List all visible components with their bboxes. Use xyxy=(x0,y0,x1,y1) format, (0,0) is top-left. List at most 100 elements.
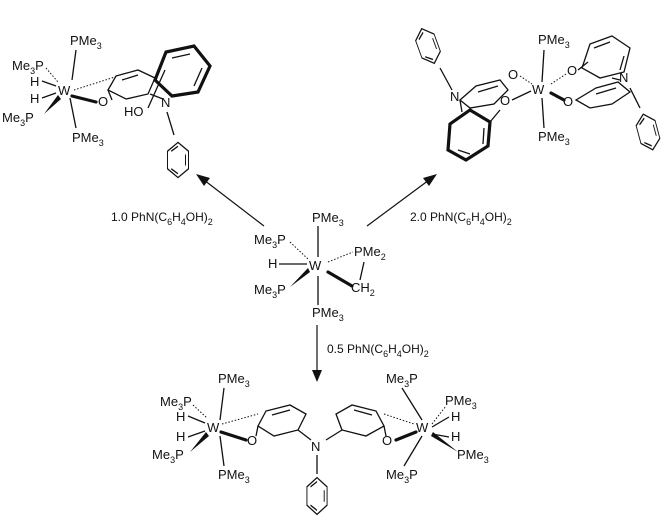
w-h-bond xyxy=(41,80,57,87)
ring-double-bond xyxy=(477,85,499,93)
ring-n-bond xyxy=(325,429,343,441)
w-p-bond xyxy=(219,387,225,421)
phenol-ring xyxy=(153,44,212,98)
ring-double-bond xyxy=(171,53,191,59)
ring-n-bond xyxy=(149,93,164,100)
atom-label xyxy=(58,83,71,98)
w-o-bond xyxy=(550,73,567,85)
eta2-bond xyxy=(221,413,259,425)
ring-double-bond xyxy=(121,74,139,81)
atom-label xyxy=(30,91,40,106)
w-p-bond xyxy=(327,251,354,263)
w-p-bond xyxy=(289,241,310,261)
w-o-bond xyxy=(394,430,418,442)
phenyl-ring xyxy=(411,24,445,68)
w-p-wedge xyxy=(190,432,209,452)
w-p-bond xyxy=(401,387,423,421)
aryl-ring xyxy=(335,404,385,437)
product-bottom xyxy=(152,371,489,516)
ring-double-bond xyxy=(593,41,611,49)
aryl-ring xyxy=(574,81,632,109)
atom-label xyxy=(70,33,102,51)
w-p-bond xyxy=(45,67,59,83)
product-left xyxy=(2,33,212,179)
reagent-label-right: 2.0 PhN(C6H4OH)2 xyxy=(410,210,512,227)
atom-label xyxy=(311,439,321,454)
atom-label xyxy=(416,420,429,435)
w-p-bond xyxy=(71,49,77,81)
w-c-bond xyxy=(326,270,354,288)
phenol-o-bond xyxy=(489,109,501,123)
n-c-bond xyxy=(166,111,175,136)
product-right xyxy=(411,24,663,162)
atom-label xyxy=(176,409,186,424)
w-o-bond xyxy=(511,90,532,101)
atom-label xyxy=(382,433,393,448)
atom-label xyxy=(567,63,578,78)
atom-label xyxy=(218,371,250,389)
ring-double-bond xyxy=(353,409,373,416)
atom-label xyxy=(254,232,286,250)
w-h-bond xyxy=(41,92,57,99)
phenol-ring xyxy=(581,35,631,79)
w-o-bond xyxy=(549,91,566,102)
ring-n-bond xyxy=(611,77,621,81)
atom-label xyxy=(176,429,186,444)
w-p-bond xyxy=(541,49,545,83)
w-o-bond xyxy=(219,430,248,442)
atom-label xyxy=(161,95,171,110)
aryl-ring xyxy=(107,69,156,100)
atom-label xyxy=(30,74,40,89)
atom-label xyxy=(351,280,375,298)
atom-label xyxy=(207,420,220,435)
atom-label xyxy=(457,447,489,465)
atom-label xyxy=(451,429,461,444)
ring-n-bond xyxy=(297,429,312,441)
w-p-wedge xyxy=(44,95,61,114)
n-c-bond xyxy=(629,87,641,109)
atom-label xyxy=(538,129,570,147)
atom-label xyxy=(72,130,104,148)
aryl-ring xyxy=(458,79,509,109)
w-p-wedge xyxy=(290,268,310,287)
atom-label xyxy=(2,110,34,128)
w-h-bond xyxy=(431,416,450,428)
atom-label xyxy=(312,305,344,323)
w-p-bond xyxy=(192,404,208,419)
atom-label xyxy=(450,89,460,104)
phenol-o-bond xyxy=(577,61,589,71)
w-p-bond xyxy=(219,435,225,467)
atom-label xyxy=(532,82,545,97)
atom-label xyxy=(354,244,386,262)
phenol-o-bond xyxy=(147,69,166,109)
reagent-label-left: 1.0 PhN(C6H4OH)2 xyxy=(111,210,213,227)
ring-double-bond xyxy=(619,55,625,71)
atom-label xyxy=(386,467,418,485)
w-h-bond xyxy=(187,430,206,438)
atom-label xyxy=(312,210,344,228)
atom-label xyxy=(218,467,250,485)
arrow-left xyxy=(196,174,265,227)
w-o-bond xyxy=(519,75,533,85)
atom-label xyxy=(124,104,144,119)
atom-label xyxy=(500,93,511,108)
aryl-ring xyxy=(257,404,307,437)
arrow-right xyxy=(366,174,437,227)
ring-double-bond xyxy=(271,409,291,416)
w-p-wedge xyxy=(431,432,458,452)
atom-label xyxy=(386,371,418,389)
atom-label xyxy=(268,256,278,271)
ring-double-bond xyxy=(457,149,471,155)
eta2-bond xyxy=(73,75,119,91)
n-c-bond xyxy=(439,67,453,91)
atom-label xyxy=(445,393,477,411)
ring-double-bond xyxy=(482,127,485,145)
ring-o-bond xyxy=(107,89,113,101)
ring-n-bond xyxy=(459,99,463,113)
atom-label xyxy=(508,67,519,82)
eta2-bond xyxy=(383,413,415,425)
w-p-bond xyxy=(403,435,423,467)
phenyl-ring xyxy=(166,141,190,179)
w-p-bond xyxy=(431,405,447,425)
